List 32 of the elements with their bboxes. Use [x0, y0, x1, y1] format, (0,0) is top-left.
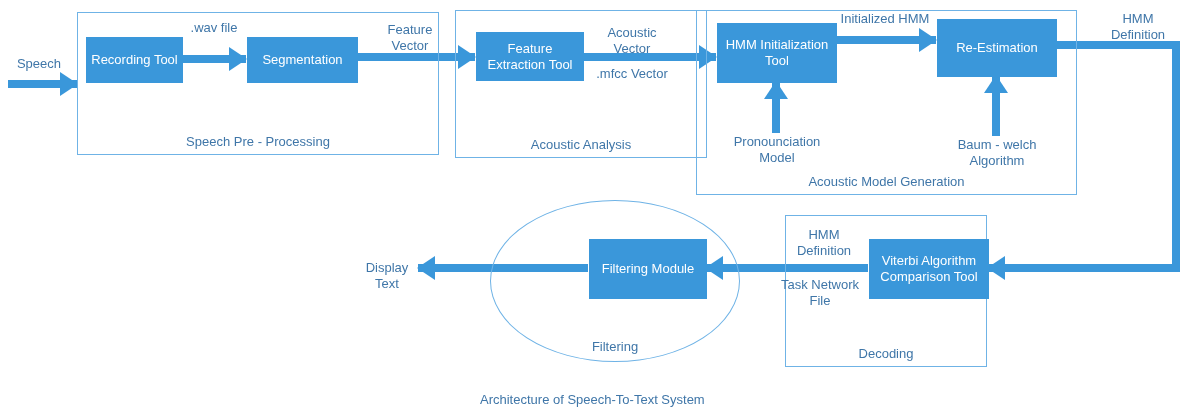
process-box: Segmentation	[247, 37, 358, 83]
edge-label: Acoustic Vector	[606, 25, 658, 57]
edge-label: Feature Vector	[386, 22, 434, 54]
input-label: Pronounciation Model	[717, 134, 837, 168]
group-label: Acoustic Analysis	[530, 137, 632, 153]
edge-label: .wav file	[189, 20, 239, 36]
group-frame	[696, 10, 1077, 195]
group-label: Acoustic Model Generation	[808, 174, 965, 190]
data-label: .mfcc Vector	[595, 66, 669, 82]
group-label: Speech Pre - Processing	[186, 134, 330, 150]
edge-label: HMM Definition	[795, 227, 853, 259]
process-box: Feature Extraction Tool	[476, 32, 584, 81]
process-box: HMM Initialization Tool	[717, 23, 837, 83]
group-frame	[77, 12, 439, 155]
input-label: Baum - welch Algorithm	[937, 137, 1057, 171]
process-box: Recording Tool	[86, 37, 183, 83]
group-label: Decoding	[858, 346, 914, 362]
arrow	[182, 47, 247, 71]
input-label: Display Text	[356, 260, 418, 294]
edge-label: Speech	[15, 56, 63, 72]
arrow	[417, 256, 588, 280]
edge-label: HMM Definition	[1109, 11, 1167, 43]
process-box: Re-Estimation	[937, 19, 1057, 77]
arrow	[357, 45, 476, 69]
process-box: Viterbi Algorithm Comparison Tool	[869, 239, 989, 299]
caption: Architecture of Speech-To-Text System	[480, 392, 705, 408]
process-box: Filtering Module	[589, 239, 707, 299]
group-frame	[455, 10, 707, 158]
edge-label: Initialized HMM	[840, 11, 930, 27]
arrow	[836, 28, 937, 52]
arrow	[583, 45, 717, 69]
group-label: Filtering	[591, 339, 639, 355]
